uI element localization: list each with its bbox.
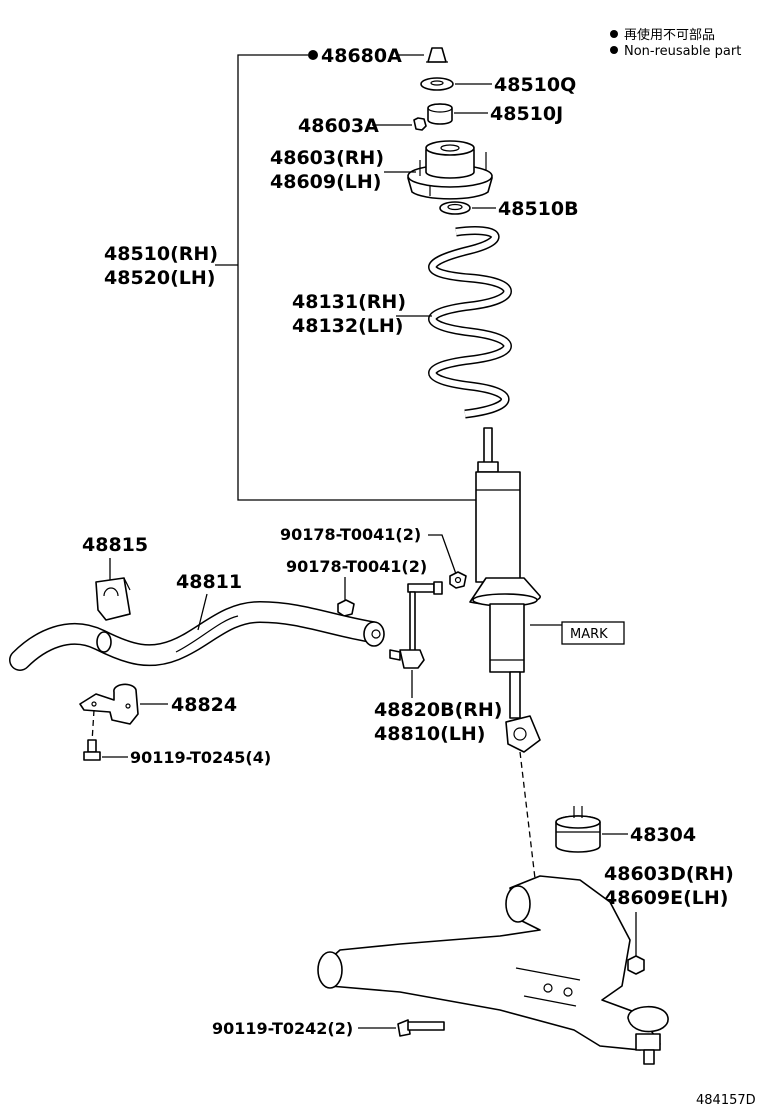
label-48603-RH: 48603(RH) — [270, 147, 384, 169]
mark-box — [561, 621, 625, 645]
part-48680A-cap[interactable] — [426, 47, 448, 63]
part-48815-bushing[interactable] — [95, 577, 131, 621]
label-48811: 48811 — [176, 571, 242, 593]
non-reusable-dot-icon — [308, 50, 318, 60]
part-48603A-nut[interactable] — [413, 117, 427, 131]
label-mark: MARK — [570, 627, 608, 642]
part-lower-arm[interactable] — [317, 875, 669, 1065]
part-48603-support-mount[interactable] — [407, 140, 493, 200]
label-90178-upper: 90178-T0041(2) — [280, 525, 421, 544]
part-48811-stabilizer-bar[interactable] — [9, 600, 385, 671]
label-48520-LH: 48520(LH) — [104, 267, 215, 289]
label-90119-T0242: 90119-T0242(2) — [212, 1019, 353, 1038]
label-48815: 48815 — [82, 534, 148, 556]
label-48510J: 48510J — [490, 103, 563, 125]
part-90178-nut-lower[interactable] — [337, 599, 355, 617]
figure-id: 484157D — [696, 1093, 756, 1108]
label-48510B: 48510B — [498, 198, 579, 220]
assembly-bracket-line — [237, 54, 480, 501]
label-90119-T0245: 90119-T0245(4) — [130, 748, 271, 767]
part-48131-coil-spring[interactable] — [428, 226, 512, 419]
part-90119-T0245-bolt[interactable] — [83, 739, 101, 761]
part-48510J-bushing[interactable] — [427, 103, 453, 125]
label-48131-RH: 48131(RH) — [292, 291, 406, 313]
label-48510-RH: 48510(RH) — [104, 243, 218, 265]
label-48824: 48824 — [171, 694, 237, 716]
part-48510Q-washer[interactable] — [420, 77, 454, 91]
part-shock-absorber[interactable] — [469, 427, 541, 753]
part-48603D-nut[interactable] — [627, 955, 645, 975]
legend-line-en: Non-reusable part — [624, 44, 741, 59]
label-48132-LH: 48132(LH) — [292, 315, 403, 337]
label-48510Q: 48510Q — [494, 74, 576, 96]
legend-line-ja: 再使用不可部品 — [624, 27, 715, 43]
part-48510B-insulator[interactable] — [439, 201, 471, 215]
label-90178-lower: 90178-T0041(2) — [286, 557, 427, 576]
non-reusable-dot-icon — [610, 46, 618, 54]
part-90178-nut-upper[interactable] — [449, 571, 467, 589]
label-48603A: 48603A — [298, 115, 379, 137]
label-48820B-RH: 48820B(RH) — [374, 699, 502, 721]
label-48609E-LH: 48609E(LH) — [604, 887, 728, 909]
label-48304: 48304 — [630, 824, 696, 846]
label-48609-LH: 48609(LH) — [270, 171, 381, 193]
label-48603D-RH: 48603D(RH) — [604, 863, 734, 885]
part-48820B-stabilizer-link[interactable] — [389, 581, 443, 669]
legend: 再使用不可部品 Non-reusable part — [610, 27, 741, 59]
part-90119-T0242-bolt[interactable] — [397, 1019, 445, 1037]
non-reusable-dot-icon — [610, 30, 618, 38]
label-48810-LH: 48810(LH) — [374, 723, 485, 745]
part-48824-bracket[interactable] — [79, 683, 139, 725]
label-48680A: 48680A — [321, 45, 402, 67]
part-48304-bump-stopper[interactable] — [555, 806, 601, 853]
